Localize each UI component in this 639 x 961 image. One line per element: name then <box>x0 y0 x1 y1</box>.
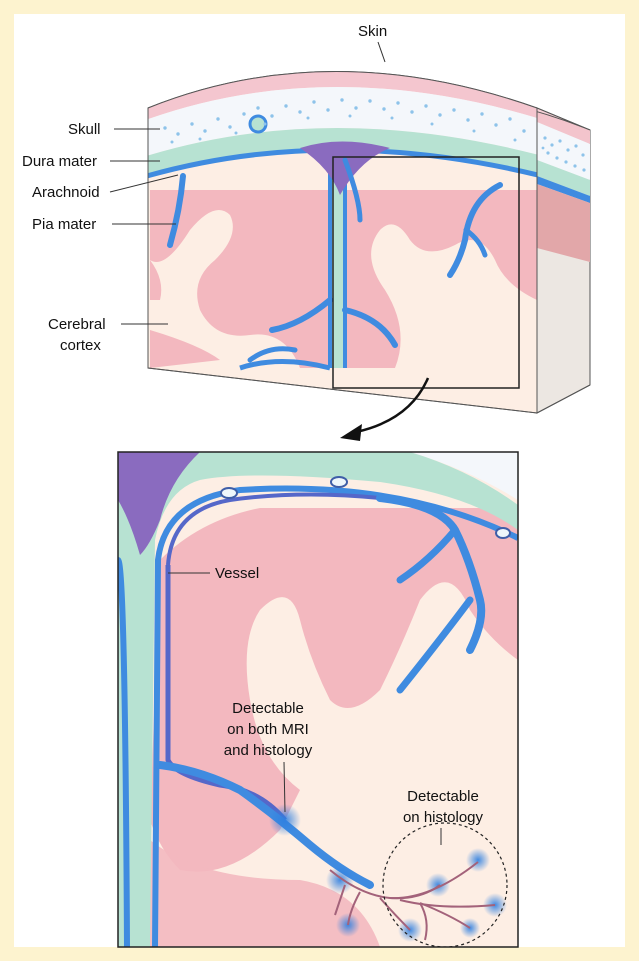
zoom-panel <box>118 452 518 947</box>
leader-skin <box>378 42 385 62</box>
label-hist-1: Detectable <box>407 788 479 805</box>
label-vessel: Vessel <box>215 565 259 582</box>
label-mri-1: Detectable <box>232 700 304 717</box>
tissue-block <box>140 40 590 420</box>
label-skull: Skull <box>68 121 101 138</box>
label-hist-2: on histology <box>403 809 484 826</box>
label-mri-2: on both MRI <box>227 721 309 738</box>
label-pia: Pia mater <box>32 216 96 233</box>
label-arachnoid: Arachnoid <box>32 184 100 201</box>
label-cortex-2: cortex <box>60 337 101 354</box>
label-skin: Skin <box>358 23 387 40</box>
label-dura: Dura mater <box>22 153 97 170</box>
label-cortex-1: Cerebral <box>48 316 106 333</box>
label-mri-3: and histology <box>224 742 313 759</box>
